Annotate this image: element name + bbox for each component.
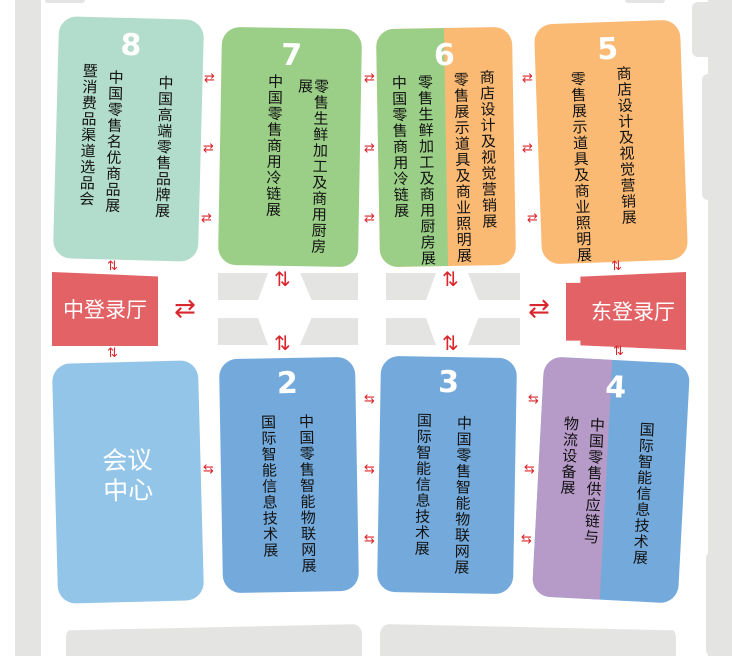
exhibit-label: 中国零售名优商品展 — [103, 69, 125, 214]
conference-center[interactable]: 会议 中心 — [51, 360, 205, 604]
left-road-inner-edge — [15, 0, 39, 656]
vertical-arrow-icon: ⇅ — [107, 346, 118, 361]
exhibit-label: 商店设计及视觉营销展 — [477, 69, 499, 230]
exhibit-label: 零售展示道具及商业照明展 — [568, 70, 594, 264]
corridor-block — [218, 318, 268, 345]
lobby-arrow-icon: ⇄ — [528, 294, 550, 324]
right-block-2 — [702, 74, 712, 200]
bidirectional-arrow-icon: ⇄ — [203, 141, 214, 156]
vertical-arrow-icon: ⇅ — [613, 344, 624, 359]
exhibit-label: 中国高端零售品牌展 — [152, 74, 175, 220]
bidirectional-arrow-icon: ⇆ — [524, 462, 535, 477]
conference-label-line2: 中心 — [102, 475, 154, 506]
exhibit-label: 中国零售商用冷链展 — [389, 74, 411, 219]
conference-label: 会议 中心 — [54, 444, 202, 508]
exhibit-label: 国际智能信息技术展 — [258, 414, 280, 559]
vertical-arrow-icon: ⇅ — [274, 331, 291, 355]
right-block-4 — [706, 552, 716, 656]
exhibit-label: 暨消费品渠道选品会 — [77, 62, 99, 208]
hall-7[interactable]: 7 零售生鲜加工及商用厨房展 中国零售商用冷链展 — [217, 26, 363, 268]
corridor-block — [386, 273, 436, 300]
top-left-road-stub — [45, 0, 85, 3]
corridor-block — [300, 318, 358, 345]
exhibit-label: 零售生鲜加工及商用厨房展 — [415, 74, 438, 267]
vertical-arrow-icon: ⇅ — [107, 259, 118, 274]
right-block-3 — [710, 374, 720, 534]
vertical-arrow-icon: ⇅ — [442, 267, 459, 291]
vertical-arrow-icon: ⇅ — [442, 331, 459, 355]
bidirectional-arrow-icon: ⇆ — [203, 462, 214, 477]
exhibit-label: 商店设计及视觉营销展 — [614, 65, 638, 226]
bidirectional-arrow-icon: ⇄ — [201, 211, 212, 226]
exhibit-label: 零售展示道具及商业照明展 — [451, 71, 474, 264]
right-block-1 — [692, 2, 712, 57]
bidirectional-arrow-icon: ⇄ — [204, 71, 215, 86]
hall-4[interactable]: 4 国际智能信息技术展 中国零售供应链与 物流设备展 — [531, 356, 691, 604]
center-lobby[interactable]: 中登录厅 — [52, 272, 158, 346]
corridor-block — [300, 273, 358, 300]
top-right-road-stub — [625, 0, 665, 3]
bidirectional-arrow-icon: ⇄ — [522, 71, 533, 86]
lobby-arrow-icon: ⇄ — [174, 294, 196, 324]
center-lobby-label: 中登录厅 — [63, 298, 147, 322]
corridor-block — [386, 318, 436, 345]
east-lobby-label: 东登录厅 — [591, 300, 675, 324]
exhibit-label: 国际智能信息技术展 — [630, 421, 657, 567]
bottom-road-right — [380, 624, 676, 656]
hall-8[interactable]: 8 中国高端零售品牌展 中国零售名优商品展 暨消费品渠道选品会 — [52, 16, 205, 262]
corridor-block — [468, 318, 520, 345]
bidirectional-arrow-icon: ⇄ — [364, 211, 375, 226]
bidirectional-arrow-icon: ⇄ — [527, 211, 538, 226]
hall-5[interactable]: 5 商店设计及视觉营销展 零售展示道具及商业照明展 — [533, 19, 689, 265]
bidirectional-arrow-icon: ⇆ — [521, 532, 532, 547]
hall-number: 7 — [280, 37, 303, 74]
hall-number: 5 — [596, 31, 619, 68]
exhibit-label: 物流设备展 — [558, 415, 581, 497]
exhibit-label: 中国零售商用冷链展 — [263, 73, 285, 218]
bidirectional-arrow-icon: ⇆ — [364, 532, 375, 547]
exhibit-label: 中国零售智能物联网展 — [452, 415, 474, 576]
exhibit-label: 中国零售智能物联网展 — [296, 413, 318, 574]
hall-6[interactable]: 6 商店设计及视觉营销展 零售展示道具及商业照明展 零售生鲜加工及商用厨房展 中… — [375, 26, 517, 268]
bidirectional-arrow-icon: ⇄ — [522, 141, 533, 156]
corridor-block — [218, 273, 268, 300]
bidirectional-arrow-icon: ⇆ — [364, 392, 375, 407]
vertical-arrow-icon: ⇅ — [611, 259, 622, 274]
vertical-arrow-icon: ⇅ — [274, 267, 291, 291]
hall-2[interactable]: 2 中国零售智能物联网展 国际智能信息技术展 — [218, 356, 360, 594]
corridor-block — [468, 273, 520, 300]
bidirectional-arrow-icon: ⇆ — [364, 462, 375, 477]
bidirectional-arrow-icon: ⇄ — [364, 71, 375, 86]
hall-3[interactable]: 3 中国零售智能物联网展 国际智能信息技术展 — [376, 355, 518, 595]
east-lobby[interactable]: 东登录厅 — [566, 272, 686, 350]
bidirectional-arrow-icon: ⇄ — [364, 141, 375, 156]
hall-number: 2 — [276, 365, 299, 402]
exhibit-label: 国际智能信息技术展 — [412, 412, 434, 557]
exhibit-label: 零售生鲜加工及商用厨房展 — [295, 78, 331, 255]
bottom-road-left — [66, 624, 362, 656]
right-road — [708, 0, 732, 656]
hall-number: 8 — [120, 27, 142, 64]
bidirectional-arrow-icon: ⇆ — [528, 392, 539, 407]
hall-number: 3 — [437, 364, 460, 401]
conference-label-line1: 会议 — [102, 445, 153, 476]
